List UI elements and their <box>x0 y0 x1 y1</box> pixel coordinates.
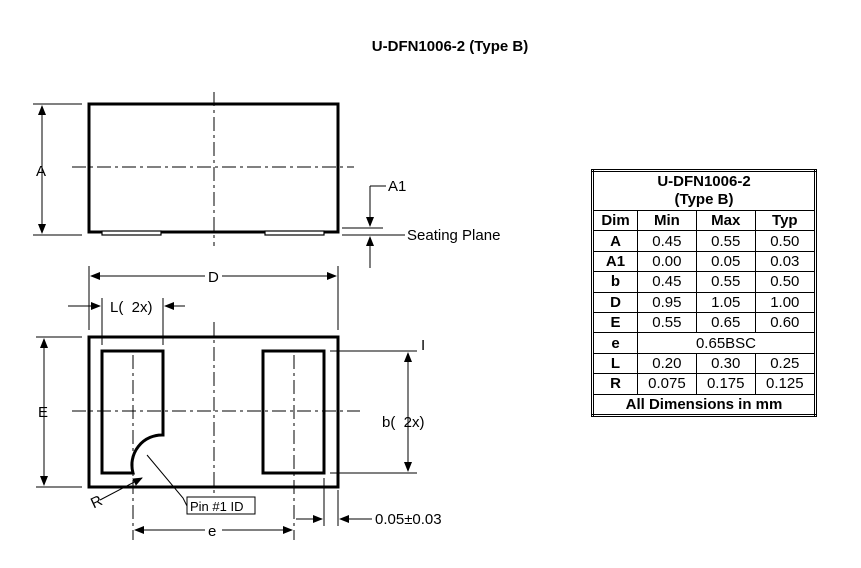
max-cell: 0.65 <box>695 311 756 334</box>
max-cell: 0.55 <box>695 230 756 252</box>
typ-cell: 1.00 <box>754 291 817 313</box>
header-typ: Typ <box>754 209 817 232</box>
min-cell: 0.45 <box>637 230 697 252</box>
label-e: e <box>208 523 216 540</box>
max-cell: 0.175 <box>695 373 756 395</box>
label-seating-plane: Seating Plane <box>407 227 500 244</box>
label-b: b( 2x) <box>382 414 425 431</box>
header-min: Min <box>637 209 697 232</box>
min-cell: 0.45 <box>637 271 697 293</box>
dim-cell: L <box>592 352 638 375</box>
typ-cell: 0.60 <box>754 311 817 334</box>
max-cell: 0.55 <box>695 271 756 293</box>
label-clearance: 0.05±0.03 <box>375 511 442 528</box>
drawing-title: U-DFN1006-2 (Type B) <box>371 38 529 55</box>
side-view <box>33 92 405 268</box>
dim-cell: D <box>592 291 638 313</box>
span-cell: 0.65BSC <box>637 332 816 354</box>
table-title-line1: U-DFN1006-2 <box>657 173 751 190</box>
header-max: Max <box>695 209 756 232</box>
label-D: D <box>208 269 219 286</box>
label-E: E <box>38 404 48 421</box>
typ-cell: 0.03 <box>754 250 817 273</box>
table-title: U-DFN1006-2 (Type B) <box>592 170 816 211</box>
label-pin-mark: I <box>421 337 425 354</box>
table-row: D 0.95 1.05 1.00 <box>592 291 817 313</box>
label-A1: A1 <box>388 178 406 195</box>
label-A: A <box>36 163 46 180</box>
min-cell: 0.00 <box>637 250 697 273</box>
dim-cell: A1 <box>592 250 638 273</box>
dim-cell: A <box>592 230 638 252</box>
table-title-line2: (Type B) <box>674 191 734 208</box>
table-row: L 0.20 0.30 0.25 <box>592 352 817 375</box>
min-cell: 0.95 <box>637 291 697 313</box>
max-cell: 1.05 <box>695 291 756 313</box>
min-cell: 0.55 <box>637 311 697 334</box>
dim-cell: e <box>592 332 638 354</box>
table-row: e 0.65BSC <box>592 332 816 354</box>
table-row: b 0.45 0.55 0.50 <box>592 271 817 293</box>
dim-cell: R <box>592 373 638 395</box>
max-cell: 0.05 <box>695 250 756 273</box>
table-row: E 0.55 0.65 0.60 <box>592 311 817 334</box>
max-cell: 0.30 <box>695 352 756 375</box>
dimensions-table: U-DFN1006-2 (Type B) Dim Min Max Typ A 0… <box>591 169 817 417</box>
typ-cell: 0.50 <box>754 230 817 252</box>
dim-cell: E <box>592 311 638 334</box>
label-pin1-id: Pin #1 ID <box>190 499 243 514</box>
header-dim: Dim <box>592 209 638 232</box>
bottom-view <box>36 266 417 540</box>
dim-cell: b <box>592 271 638 293</box>
table-header-row: Dim Min Max Typ <box>592 209 817 232</box>
table-row: A1 0.00 0.05 0.03 <box>592 250 817 273</box>
min-cell: 0.075 <box>637 373 697 395</box>
typ-cell: 0.125 <box>754 373 817 395</box>
table-row: A 0.45 0.55 0.50 <box>592 230 817 252</box>
min-cell: 0.20 <box>637 352 697 375</box>
table-row: R 0.075 0.175 0.125 <box>592 373 817 395</box>
table-footer: All Dimensions in mm <box>592 393 816 416</box>
typ-cell: 0.50 <box>754 271 817 293</box>
typ-cell: 0.25 <box>754 352 817 375</box>
label-R: R <box>88 492 105 512</box>
label-L: L( 2x) <box>110 299 153 316</box>
